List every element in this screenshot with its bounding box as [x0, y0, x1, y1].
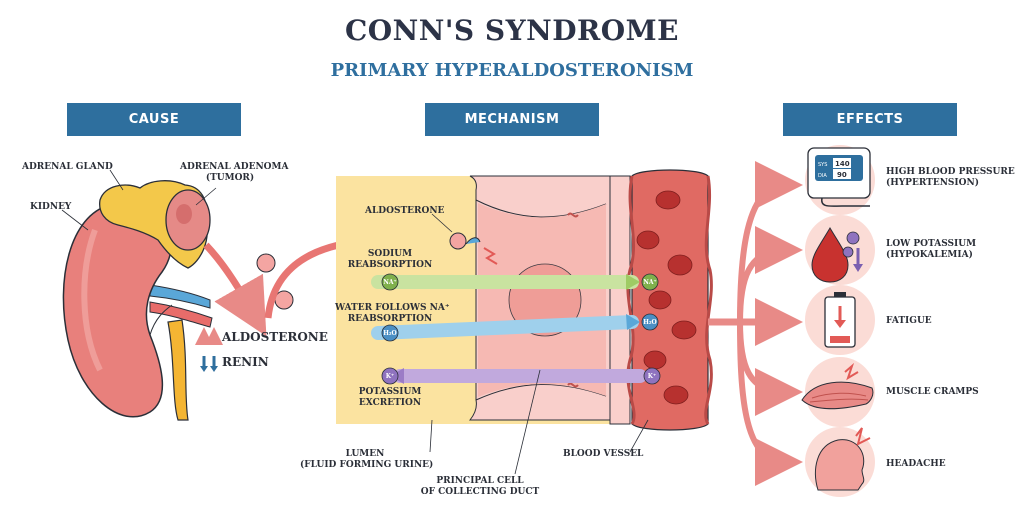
k-ion-icon	[381, 367, 399, 385]
na-ion-icon	[641, 273, 659, 291]
k-ion-icon	[643, 367, 661, 385]
ion-h2o-right: H₂O	[643, 319, 657, 326]
label-adrenal-gland: ADRENAL GLAND	[22, 162, 113, 172]
monitor-sys-label: SYS	[818, 162, 827, 168]
label-aldosterone-receptor: ALDOSTERONE	[365, 206, 445, 216]
muscle-cramp-icon	[801, 362, 874, 410]
label-water-2: REABSORPTION	[347, 314, 433, 324]
kidney-illustration	[62, 180, 213, 421]
leader-adrenal-gland	[109, 169, 124, 191]
page-title: CONN'S SYNDROME	[345, 14, 679, 47]
h2o-icon	[381, 324, 399, 342]
ion-na-left: NA⁺	[383, 279, 397, 286]
label-hypokalemia: (HYPOKALEMIA)	[886, 250, 973, 260]
label-water-1: WATER FOLLOWS NA⁺	[335, 303, 450, 313]
blood-drop-potassium-icon	[811, 227, 863, 283]
leader-adenoma	[195, 187, 217, 206]
label-lumen: LUMEN	[345, 449, 385, 459]
water-arrow	[371, 315, 639, 340]
label-fatigue: FATIGUE	[886, 316, 932, 326]
header-cause: CAUSE	[67, 103, 241, 136]
increase-arrows-icon	[195, 327, 223, 345]
ion-k-right: K⁺	[647, 373, 657, 380]
label-principal-cell-desc: OF COLLECTING DUCT	[420, 487, 540, 497]
monitor-sys-value: 140	[835, 160, 850, 168]
blood-pressure-monitor-icon	[807, 147, 871, 207]
decrease-arrows-icon	[200, 356, 218, 372]
label-potassium-1: POTASSIUM	[358, 387, 422, 397]
na-ion-icon	[381, 273, 399, 291]
h2o-icon	[641, 313, 659, 331]
ion-k-left: K⁺	[385, 373, 395, 380]
aldosterone-receptor-icon	[449, 232, 498, 265]
label-sodium-2: REABSORPTION	[347, 260, 433, 270]
label-renin-decrease: RENIN	[222, 355, 269, 369]
label-lumen-desc: (FLUID FORMING URINE)	[300, 460, 434, 470]
label-low-potassium: LOW POTASSIUM	[886, 239, 977, 249]
hormone-molecule	[256, 253, 276, 273]
label-principal-cell: PRINCIPAL CELL	[436, 476, 524, 486]
label-sodium-1: SODIUM	[367, 249, 413, 259]
label-headache: HEADACHE	[886, 459, 946, 469]
headache-head-icon	[815, 427, 871, 491]
ion-na-right: NA⁺	[643, 279, 657, 286]
label-hypertension: (HYPERTENSION)	[886, 178, 979, 188]
label-blood-vessel: BLOOD VESSEL	[563, 449, 644, 459]
ion-h2o-left: H₂O	[383, 330, 397, 337]
label-adrenal-adenoma: ADRENAL ADENOMA	[180, 162, 289, 172]
secretion-arrow	[203, 242, 267, 337]
monitor-dia-label: DIA	[818, 173, 827, 179]
low-battery-icon	[824, 292, 856, 348]
header-effects: EFFECTS	[783, 103, 957, 136]
header-mechanism: MECHANISM	[425, 103, 599, 136]
label-potassium-2: EXCRETION	[358, 398, 422, 408]
leader-kidney	[61, 209, 89, 231]
label-tumor: (TUMOR)	[205, 173, 255, 183]
label-high-blood-pressure: HIGH BLOOD PRESSURE	[886, 167, 1015, 177]
label-muscle-cramps: MUSCLE CRAMPS	[886, 387, 979, 397]
label-aldosterone-increase: ALDOSTERONE	[222, 330, 328, 344]
effects-branch-arrows	[708, 161, 803, 486]
monitor-dia-value: 90	[837, 171, 847, 179]
page-subtitle: PRIMARY HYPERALDOSTERONISM	[330, 60, 694, 81]
label-kidney: KIDNEY	[30, 202, 72, 212]
